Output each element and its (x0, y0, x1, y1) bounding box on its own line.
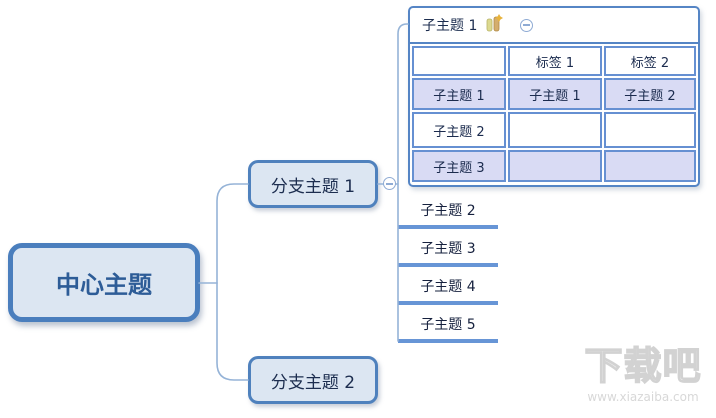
table-cell[interactable] (508, 112, 602, 148)
subtopic-3[interactable]: 子主题 3 (398, 237, 498, 267)
table-cell[interactable]: 子主题 1 (508, 78, 602, 110)
watermark-logo: 下载吧 (584, 343, 702, 388)
bar-chart-plus-icon[interactable] (484, 13, 504, 37)
table-cell[interactable] (604, 112, 696, 148)
collapse-minus-icon[interactable] (383, 177, 396, 190)
subtopic-table-grid: 标签 1 标签 2 子主题 1 子主题 1 子主题 2 子主题 2 子主题 3 (410, 44, 698, 184)
branch-topic-1[interactable]: 分支主题 1 (248, 160, 378, 208)
branch-topic-1-label: 分支主题 1 (270, 176, 356, 197)
table-cell[interactable]: 子主题 2 (604, 78, 696, 110)
connector-central-to-branch2 (216, 282, 249, 381)
table-row-header[interactable]: 子主题 1 (412, 78, 506, 110)
subtopic-1-table-topic[interactable]: 子主题 1 标签 1 标签 2 子主题 1 子主题 1 子主题 2 子主题 2 (408, 6, 700, 187)
watermark: 下载吧 www.xiazaiba.com (576, 343, 710, 404)
subtopic-5[interactable]: 子主题 5 (398, 313, 498, 343)
collapse-minus-icon[interactable] (520, 18, 534, 32)
table-column-header[interactable]: 标签 1 (508, 46, 602, 76)
minus-dash (523, 24, 531, 26)
table-cell[interactable] (604, 150, 696, 182)
table-cell[interactable] (508, 150, 602, 182)
central-topic[interactable]: 中心主题 (8, 243, 200, 322)
table-title-label: 子主题 1 (422, 18, 478, 34)
branch-topic-2-label: 分支主题 2 (270, 372, 356, 393)
watermark-url: www.xiazaiba.com (587, 389, 699, 404)
table-corner-cell[interactable] (412, 46, 506, 76)
subtopic-2[interactable]: 子主题 2 (398, 199, 498, 229)
connector-central-to-branch1 (216, 183, 249, 284)
table-title-row[interactable]: 子主题 1 (410, 8, 698, 44)
table-column-header[interactable]: 标签 2 (604, 46, 696, 76)
central-topic-label: 中心主题 (56, 271, 152, 299)
branch-topic-2[interactable]: 分支主题 2 (248, 356, 378, 404)
table-row-header[interactable]: 子主题 2 (412, 112, 506, 148)
subtopic-4[interactable]: 子主题 4 (398, 275, 498, 305)
table-row-header[interactable]: 子主题 3 (412, 150, 506, 182)
minus-dash (386, 182, 393, 185)
